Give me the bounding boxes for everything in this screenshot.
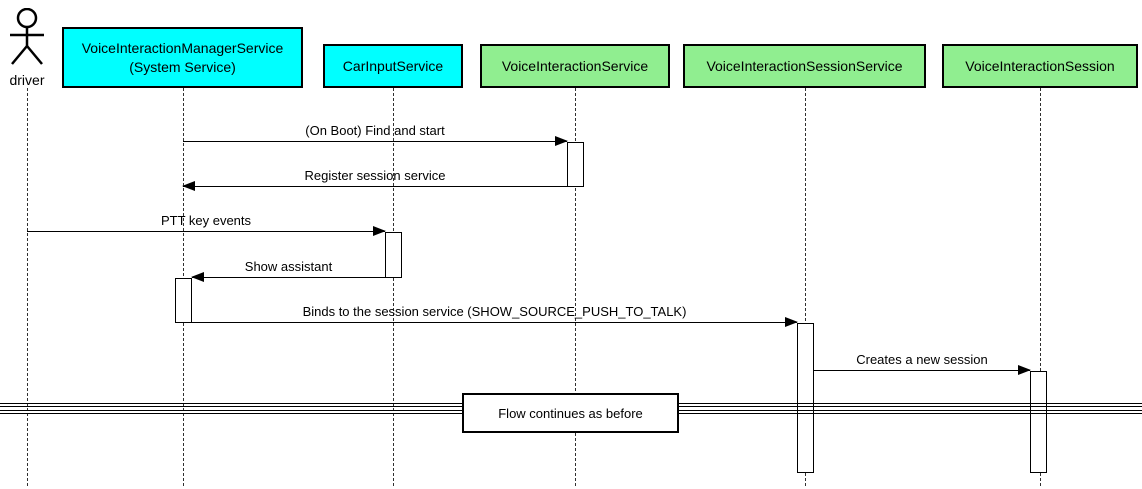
participant-voice-interaction-session: VoiceInteractionSession bbox=[942, 44, 1138, 88]
message-show-assistant: Show assistant bbox=[191, 259, 385, 282]
actor-driver: driver bbox=[5, 7, 49, 88]
arrowhead-left-icon bbox=[182, 180, 195, 191]
lifeline-driver bbox=[27, 88, 28, 486]
lifeline-voice-interaction-service bbox=[575, 88, 576, 486]
message-label: Creates a new session bbox=[856, 352, 988, 367]
lifeline-voice-interaction-session bbox=[1040, 88, 1041, 486]
message-line bbox=[192, 316, 798, 327]
participant-voice-interaction-session-service: VoiceInteractionSessionService bbox=[683, 44, 926, 88]
message-label: PTT key events bbox=[160, 213, 252, 228]
message-label: Binds to the session service (SHOW_SOURC… bbox=[302, 304, 687, 319]
participant-car-input-service: CarInputService bbox=[323, 44, 463, 88]
message-ptt-key-events: PTT key events bbox=[27, 213, 386, 236]
activation-voice-interaction-manager-service bbox=[175, 278, 192, 323]
message-register-session-service: Register session service bbox=[182, 168, 567, 191]
divider-label-box: Flow continues as before bbox=[462, 393, 679, 433]
message-label: Show assistant bbox=[244, 259, 333, 274]
message-label: Register session service bbox=[304, 168, 446, 183]
message-line bbox=[814, 364, 1031, 375]
activation-car-input-service bbox=[385, 232, 402, 278]
activation-voice-interaction-session-service bbox=[797, 323, 814, 473]
activation-voice-interaction-service bbox=[567, 142, 584, 187]
participant-voice-interaction-manager-service: VoiceInteractionManagerService (System S… bbox=[62, 27, 303, 88]
arrowhead-left-icon bbox=[191, 271, 204, 282]
participant-voice-interaction-service: VoiceInteractionService bbox=[480, 44, 670, 88]
message-line bbox=[27, 225, 386, 236]
arrowhead-right-icon bbox=[785, 316, 798, 327]
activation-voice-interaction-session bbox=[1030, 371, 1047, 473]
arrowhead-right-icon bbox=[555, 135, 568, 146]
lifeline-voice-interaction-session-service bbox=[805, 88, 806, 486]
arrowhead-right-icon bbox=[373, 225, 386, 236]
message-line bbox=[183, 135, 568, 146]
message-creates-new-session: Creates a new session bbox=[814, 352, 1031, 375]
message-line bbox=[182, 180, 567, 191]
message-line bbox=[191, 271, 385, 282]
message-label: (On Boot) Find and start bbox=[305, 123, 445, 138]
message-on-boot-find-and-start: (On Boot) Find and start bbox=[183, 123, 568, 146]
message-binds-to-session-service: Binds to the session service (SHOW_SOURC… bbox=[192, 304, 798, 327]
lifeline-car-input-service bbox=[393, 88, 394, 486]
arrowhead-right-icon bbox=[1018, 364, 1031, 375]
person-icon bbox=[10, 7, 44, 65]
actor-label: driver bbox=[9, 72, 45, 88]
